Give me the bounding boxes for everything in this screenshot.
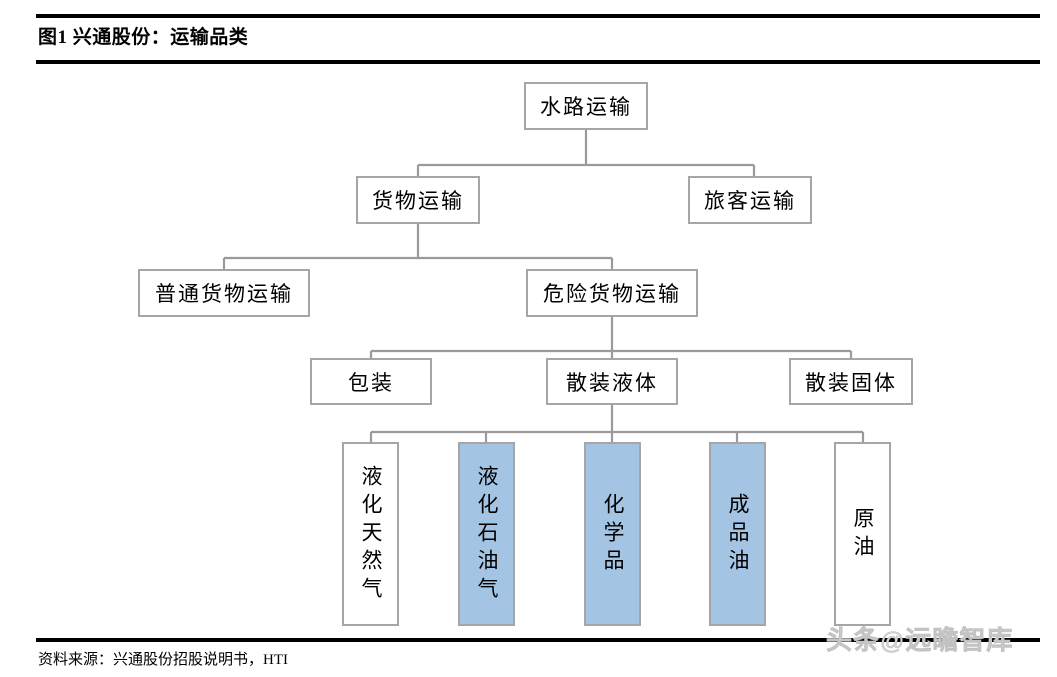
watermark-at-sign: @ bbox=[880, 628, 906, 656]
node-passenger-transport[interactable]: 旅客运输 bbox=[688, 176, 812, 224]
watermark-prefix: 头条 bbox=[826, 625, 881, 656]
node-label: 散装固体 bbox=[805, 370, 897, 395]
node-label: 包装 bbox=[348, 370, 394, 395]
watermark: 头条@远瞻智库 bbox=[826, 620, 1013, 657]
page-title: 图1 兴通股份：运输品类 bbox=[38, 27, 249, 48]
node-label: 原油 bbox=[851, 507, 875, 563]
title-rule-top bbox=[36, 14, 1040, 18]
node-lng[interactable]: 液化天然气 bbox=[342, 442, 399, 626]
title-rule-bottom bbox=[36, 60, 1040, 64]
node-waterway-transport[interactable]: 水路运输 bbox=[524, 82, 648, 130]
node-label: 货物运输 bbox=[372, 189, 464, 213]
node-crude-oil[interactable]: 原油 bbox=[834, 442, 891, 626]
node-label: 液化石油气 bbox=[475, 465, 499, 605]
node-dangerous-cargo-transport[interactable]: 危险货物运输 bbox=[526, 269, 698, 317]
node-bulk-liquid[interactable]: 散装液体 bbox=[546, 358, 678, 405]
watermark-name: 远瞻智库 bbox=[905, 625, 1014, 656]
node-label: 化学品 bbox=[601, 493, 625, 577]
node-packaged[interactable]: 包装 bbox=[310, 358, 432, 405]
node-label: 液化天然气 bbox=[359, 465, 383, 605]
node-label: 旅客运输 bbox=[704, 189, 796, 213]
node-label: 危险货物运输 bbox=[543, 282, 681, 306]
node-bulk-solid[interactable]: 散装固体 bbox=[789, 358, 913, 405]
node-general-cargo-transport[interactable]: 普通货物运输 bbox=[138, 269, 310, 317]
node-refined-oil[interactable]: 成品油 bbox=[709, 442, 766, 626]
node-label: 普通货物运输 bbox=[155, 282, 293, 306]
node-freight-transport[interactable]: 货物运输 bbox=[356, 176, 480, 224]
connector-lines bbox=[219, 130, 868, 454]
source-rule bbox=[36, 638, 1040, 642]
source-note: 资料来源：兴通股份招股说明书，HTI bbox=[38, 652, 288, 668]
node-lpg[interactable]: 液化石油气 bbox=[458, 442, 515, 626]
node-label: 水路运输 bbox=[540, 95, 632, 119]
node-chemicals[interactable]: 化学品 bbox=[584, 442, 641, 626]
node-label: 散装液体 bbox=[566, 370, 658, 395]
tree-diagram: 水路运输 货物运输 旅客运输 普通货物运输 危险货物运输 包装 散装液体 散装固… bbox=[0, 64, 1057, 638]
node-label: 成品油 bbox=[726, 493, 750, 577]
